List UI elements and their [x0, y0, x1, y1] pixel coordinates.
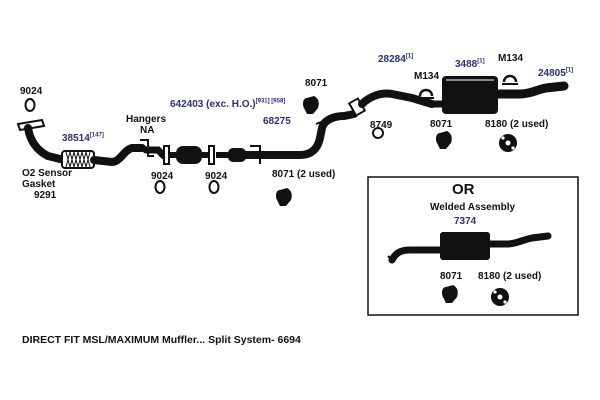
label-8749: 8749 — [370, 120, 393, 131]
mid-pipe-28284 — [358, 89, 436, 108]
label-gasket: Gasket — [22, 179, 56, 190]
gasket-9024-right — [208, 180, 220, 194]
catalytic-converter-642403 — [176, 146, 202, 164]
converter-section-2 — [228, 148, 246, 162]
front-pipe-38514 — [24, 124, 68, 164]
label-3488-ref: [1] — [477, 58, 485, 65]
label-8071-right: 8071 — [430, 119, 453, 130]
hanger-8071-right — [436, 131, 452, 149]
label-hangers: Hangers — [126, 114, 167, 125]
label-o2-sensor: O2 Sensor — [22, 168, 73, 179]
label-38514-number: 38514 — [62, 133, 90, 144]
label-8071-mid: 8071 — [305, 78, 328, 89]
label-7374: 7374 — [454, 216, 477, 227]
welded-assembly-7374 — [388, 246, 444, 264]
label-28284: 28284[1] — [378, 54, 413, 65]
label-8180-right: 8180 (2 used) — [485, 119, 549, 130]
welded-muffler — [440, 232, 490, 260]
label-m134-right: M134 — [498, 53, 524, 64]
label-9024-top: 9024 — [20, 86, 43, 97]
alternative-box — [367, 176, 579, 316]
label-8071-alt: 8071 — [440, 271, 463, 282]
label-hangers-na: NA — [140, 125, 155, 136]
hanger-8071-lower — [276, 188, 292, 206]
label-3488: 3488[1] — [455, 59, 485, 70]
hanger-8071-alt — [442, 285, 458, 303]
hanger-8071-mid — [303, 96, 319, 114]
label-38514-ref: [147] — [89, 132, 104, 139]
tailpipe-24805 — [493, 81, 569, 99]
gasket-9024-left — [154, 180, 166, 194]
label-642403-ref: [931] [958] — [255, 98, 286, 105]
label-8071-2-used: 8071 (2 used) — [272, 169, 336, 180]
label-8180-alt: 8180 (2 used) — [478, 271, 542, 282]
muffler-3488 — [442, 76, 498, 114]
label-642403: 642403 (exc. H.O.)[931] [958] — [170, 99, 285, 110]
diagram-caption: DIRECT FIT MSL/MAXIMUM Muffler... Split … — [22, 334, 301, 346]
label-24805: 24805[1] — [538, 68, 573, 79]
clamp-m134-left — [418, 88, 434, 97]
label-28284-number: 28284 — [378, 54, 406, 65]
flange-left — [163, 145, 170, 165]
label-28284-ref: [1] — [405, 53, 414, 60]
o-ring-9024-top — [24, 98, 36, 112]
gasket-8749 — [372, 127, 384, 139]
clamp-m134-right — [502, 74, 518, 83]
pipe-clamp-68275 — [250, 145, 261, 164]
label-642403-number: 642403 (exc. H.O.) — [170, 99, 256, 110]
label-38514: 38514[147] — [62, 133, 104, 144]
label-welded-assembly: Welded Assembly — [430, 202, 516, 213]
label-9024-left: 9024 — [151, 171, 174, 182]
or-label: OR — [452, 181, 475, 198]
label-m134-left: M134 — [414, 71, 440, 82]
label-68275: 68275 — [263, 116, 291, 127]
label-9291: 9291 — [34, 190, 57, 201]
label-3488-number: 3488 — [455, 59, 478, 70]
label-24805-number: 24805 — [538, 68, 566, 79]
label-24805-ref: [1] — [565, 67, 574, 74]
intermediate-pipe-68275 — [242, 110, 358, 159]
flange-right — [208, 145, 215, 165]
label-9024-right: 9024 — [205, 171, 228, 182]
